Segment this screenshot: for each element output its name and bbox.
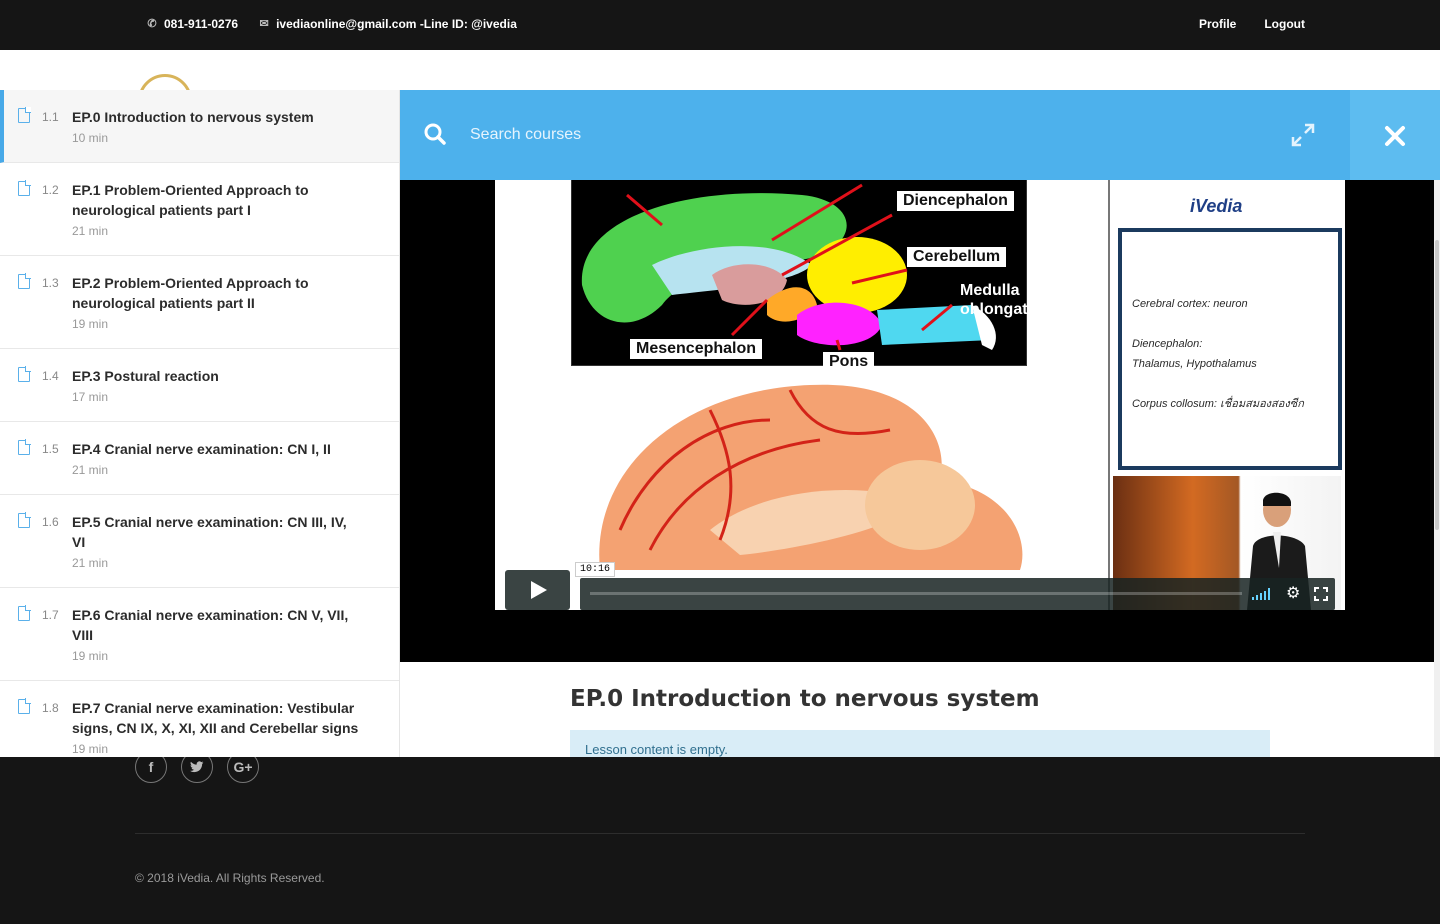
profile-link[interactable]: Profile [1199,17,1237,31]
lesson-title: EP.0 Introduction to nervous system [72,109,314,125]
lesson-number: 1.1 [42,110,59,124]
lesson-duration: 19 min [72,742,109,756]
file-icon [18,512,31,528]
lesson-duration: 21 min [72,224,109,238]
brain-photo [599,384,1023,570]
expand-icon[interactable] [1290,122,1316,148]
site-footer: f G+ © 2018 iVedia. All Rights Reserved. [0,751,1440,924]
fullscreen-icon[interactable] [1314,587,1328,601]
empty-content-notice: Lesson content is empty. [570,730,1270,757]
scrollbar[interactable] [1434,180,1440,757]
email-address: ivediaonline@gmail.com -Line ID: @ivedia [276,17,517,31]
control-bar: ⚙ [580,578,1335,610]
slide-side-panel: iVedia Cerebral cortex: neuron Diencepha… [1110,180,1345,610]
volume-icon[interactable] [1252,588,1270,600]
top-bar: ✆ 081-911-0276 ✉ ivediaonline@gmail.com … [0,0,1440,50]
lesson-number: 1.5 [42,442,59,456]
note-line: Diencephalon: [1132,338,1203,350]
lesson-duration: 21 min [72,556,109,570]
lesson-item[interactable]: 1.8 EP.7 Cranial nerve examination: Vest… [0,681,399,757]
close-button[interactable] [1350,90,1440,180]
video-frame: Diencephalon Cerebellum Medulla oblongat… [495,180,1345,610]
lesson-title: EP.3 Postural reaction [72,368,219,384]
file-icon [18,273,31,289]
lecture-slide: Diencephalon Cerebellum Medulla oblongat… [495,180,1110,610]
slide-label-medulla: Medulla oblongata [960,282,1037,318]
note-line: Corpus collosum: เชื่อมสมองสองซีก [1132,398,1304,410]
search-icon[interactable] [424,123,446,145]
time-tooltip: 10:16 [575,562,616,577]
phone-icon: ✆ [147,18,157,30]
scrollbar-thumb[interactable] [1435,240,1439,530]
progress-track[interactable] [590,592,1242,595]
video-player[interactable]: Diencephalon Cerebellum Medulla oblongat… [400,180,1440,662]
lesson-title: EP.7 Cranial nerve examination: Vestibul… [72,700,359,736]
lesson-duration: 17 min [72,390,109,404]
lesson-item[interactable]: 1.4 EP.3 Postural reaction 17 min [0,349,399,422]
lesson-item[interactable]: 1.3 EP.2 Problem-Oriented Approach to ne… [0,256,399,349]
search-input[interactable] [470,120,1170,150]
video-controls: ⚙ 10:16 [505,562,1335,610]
lesson-title: EP.5 Cranial nerve examination: CN III, … [72,514,347,550]
site-header [0,50,1440,128]
lesson-duration: 21 min [72,463,109,477]
copyright-text: © 2018 iVedia. All Rights Reserved. [135,871,325,885]
lesson-number: 1.2 [42,183,59,197]
slide-label-pons: Pons [823,352,875,372]
slide-label-cerebellum: Cerebellum [906,246,1008,268]
search-bar [400,90,1440,180]
curriculum-sidebar: 1.1 EP.0 Introduction to nervous system … [0,90,400,757]
brain-illustration [581,183,996,351]
phone-number: 081-911-0276 [164,17,239,31]
lesson-number: 1.4 [42,369,59,383]
lesson-duration: 10 min [72,131,109,145]
note-line: Cerebral cortex: neuron [1132,298,1248,310]
lesson-item[interactable]: 1.7 EP.6 Cranial nerve examination: CN V… [0,588,399,681]
lesson-item[interactable]: 1.5 EP.4 Cranial nerve examination: CN I… [0,422,399,495]
lesson-number: 1.3 [42,276,59,290]
play-button[interactable] [505,570,570,610]
file-icon [18,439,31,455]
envelope-icon: ✉ [259,18,269,30]
lesson-number: 1.6 [42,515,59,529]
file-icon [18,605,31,621]
settings-gear-icon[interactable]: ⚙ [1286,585,1301,602]
lesson-title: EP.2 Problem-Oriented Approach to neurol… [72,275,309,311]
ivedia-logo: iVedia [1190,196,1243,216]
lesson-number: 1.7 [42,608,59,622]
lesson-main: Diencephalon Cerebellum Medulla oblongat… [400,90,1440,757]
logout-link[interactable]: Logout [1264,17,1305,31]
lesson-title: EP.4 Cranial nerve examination: CN I, II [72,441,331,457]
lesson-item[interactable]: 1.1 EP.0 Introduction to nervous system … [0,90,399,163]
file-icon [18,698,31,714]
file-icon [18,366,31,382]
slide-label-mesencephalon: Mesencephalon [629,338,764,360]
slide-notes: Cerebral cortex: neuron Diencephalon: Th… [1118,228,1342,470]
lesson-number: 1.8 [42,701,59,715]
lesson-title: EP.6 Cranial nerve examination: CN V, VI… [72,607,349,643]
lesson-duration: 19 min [72,317,109,331]
lesson-item[interactable]: 1.6 EP.5 Cranial nerve examination: CN I… [0,495,399,588]
file-icon [18,107,31,123]
file-icon [18,180,31,196]
note-line: Thalamus, Hypothalamus [1132,358,1257,370]
lesson-title: EP.1 Problem-Oriented Approach to neurol… [72,182,309,218]
lesson-item[interactable]: 1.2 EP.1 Problem-Oriented Approach to ne… [0,163,399,256]
lesson-duration: 19 min [72,649,109,663]
lesson-heading: EP.0 Introduction to nervous system [570,686,1040,712]
contact-info: ✆ 081-911-0276 ✉ ivediaonline@gmail.com … [146,17,517,31]
close-icon [1385,126,1405,146]
footer-divider [135,833,1305,834]
slide-label-diencephalon: Diencephalon [896,190,1015,212]
